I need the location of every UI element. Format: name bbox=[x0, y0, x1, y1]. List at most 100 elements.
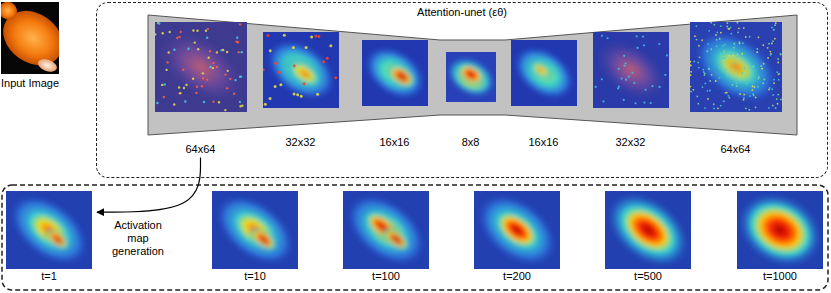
noise-dot bbox=[237, 50, 239, 52]
noise-dot bbox=[176, 36, 178, 38]
noise-dot bbox=[238, 100, 240, 102]
noise-dot bbox=[158, 22, 160, 24]
noise-dot bbox=[173, 103, 175, 105]
noise-dot bbox=[314, 34, 317, 37]
noise-dot bbox=[698, 56, 700, 58]
noise-dot bbox=[690, 70, 692, 72]
noise-dot bbox=[695, 25, 697, 27]
noise-dot bbox=[334, 76, 337, 79]
noise-dot bbox=[185, 83, 187, 85]
noise-dot bbox=[751, 89, 753, 91]
fish-photo bbox=[1, 2, 59, 74]
noise-dot bbox=[774, 22, 776, 24]
noise-dot bbox=[273, 84, 276, 87]
noise-dot bbox=[771, 88, 773, 90]
noise-dot bbox=[631, 71, 633, 73]
noise-dot bbox=[202, 100, 204, 102]
noise-dot bbox=[743, 67, 745, 69]
noise-dot bbox=[622, 98, 624, 100]
heat-blobs bbox=[362, 40, 428, 106]
noise-dot bbox=[187, 47, 189, 49]
noise-dot bbox=[600, 78, 602, 80]
noise-dot bbox=[770, 53, 772, 55]
noise-dot bbox=[195, 91, 197, 93]
activation-map: 16x16 bbox=[508, 40, 580, 149]
heat-blobs bbox=[511, 40, 577, 106]
heat-blob bbox=[263, 32, 339, 108]
activation-map: 64x64 bbox=[152, 22, 250, 156]
heat-blob bbox=[524, 54, 557, 84]
noise-dot bbox=[726, 22, 728, 24]
activation-map: t=500 bbox=[602, 191, 694, 283]
noise-dot bbox=[702, 68, 704, 70]
noise-dot bbox=[709, 89, 711, 91]
noise-dot bbox=[184, 100, 186, 102]
input-photo bbox=[1, 2, 59, 74]
heat-blobs bbox=[6, 191, 92, 269]
noise-dot bbox=[758, 76, 760, 78]
heat-blob bbox=[245, 222, 283, 257]
noise-dot bbox=[738, 27, 740, 29]
noise-dot bbox=[767, 57, 769, 59]
noise-dot bbox=[775, 98, 777, 100]
heatmap-image bbox=[593, 32, 669, 108]
noise-dot bbox=[642, 35, 644, 37]
noise-dot bbox=[760, 65, 762, 67]
noise-dot bbox=[236, 41, 238, 43]
noise-dots bbox=[155, 22, 244, 111]
noise-dot bbox=[741, 52, 743, 54]
noise-dot bbox=[714, 80, 716, 82]
noise-dot bbox=[693, 60, 695, 62]
size-label: t=1000 bbox=[734, 270, 826, 283]
noise-dot bbox=[179, 91, 181, 93]
heat-blobs bbox=[474, 191, 560, 269]
noise-dot bbox=[718, 76, 720, 78]
noise-dot bbox=[200, 85, 202, 87]
noise-dots bbox=[594, 34, 667, 104]
activation-map: Input Image bbox=[0, 2, 63, 90]
activation-map: t=1 bbox=[3, 191, 95, 283]
noise-dot bbox=[274, 61, 277, 64]
noise-dot bbox=[291, 46, 294, 49]
noise-dot bbox=[225, 87, 227, 89]
noise-dot bbox=[215, 65, 217, 67]
heat-blob bbox=[737, 191, 823, 269]
noise-dot bbox=[238, 75, 240, 77]
noise-dot bbox=[643, 101, 645, 103]
noise-dot bbox=[754, 106, 756, 108]
noise-dot bbox=[719, 52, 721, 54]
noise-dot bbox=[173, 48, 175, 50]
noise-dot bbox=[706, 89, 708, 91]
noise-dot bbox=[329, 44, 332, 47]
noise-dot bbox=[710, 22, 712, 24]
noise-dot bbox=[777, 78, 779, 80]
noise-dot bbox=[206, 78, 208, 80]
noise-dot bbox=[624, 78, 626, 80]
noise-dot bbox=[165, 68, 167, 70]
heatmap-image bbox=[605, 191, 691, 269]
noise-dot bbox=[707, 67, 709, 69]
size-label: t=200 bbox=[471, 270, 563, 283]
noise-dot bbox=[752, 65, 754, 67]
noise-dot bbox=[322, 60, 325, 63]
noise-dot bbox=[710, 48, 712, 50]
noise-dot bbox=[769, 50, 771, 52]
noise-dot bbox=[718, 37, 720, 39]
noise-dot bbox=[708, 68, 710, 70]
noise-dot bbox=[709, 80, 711, 82]
noise-dot bbox=[296, 93, 299, 96]
heat-blobs bbox=[690, 22, 782, 112]
activation-map: t=1000 bbox=[734, 191, 826, 283]
activation-map: 16x16 bbox=[359, 40, 431, 149]
heat-blob bbox=[377, 222, 415, 257]
heat-blob bbox=[279, 50, 330, 96]
noise-dot bbox=[771, 26, 773, 28]
noise-dot bbox=[721, 44, 723, 46]
heat-blob bbox=[476, 191, 559, 269]
size-label: Input Image bbox=[0, 77, 63, 90]
heatmap-image bbox=[212, 191, 298, 269]
noise-dot bbox=[753, 86, 755, 88]
size-label: 16x16 bbox=[359, 136, 431, 149]
connector-arrow bbox=[97, 158, 201, 213]
noise-dot bbox=[600, 34, 602, 36]
